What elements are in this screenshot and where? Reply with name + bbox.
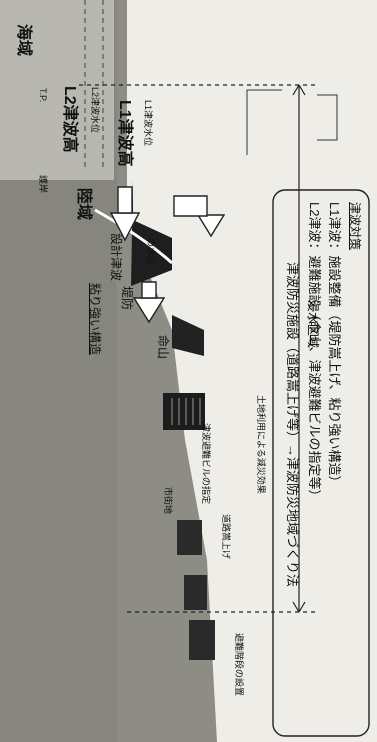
arrow-up <box>196 214 226 238</box>
l2-water-level-label: L2津波水位 <box>90 87 100 134</box>
arrow-up-shaft <box>173 195 208 217</box>
evacuation-building-label: 津波避難ビルの指定 <box>201 423 211 505</box>
lower-ground <box>0 0 117 742</box>
legend-line-2: L2津波：避難施設（命山、津波避難ビルの指定等） <box>307 202 322 503</box>
robust-structure-label: 粘り強い構造 <box>88 283 102 356</box>
arrow-right-shaft <box>117 186 133 214</box>
height-reference-label: T.P. <box>38 88 48 103</box>
legend-title: 津波対策 <box>348 202 362 251</box>
house-3 <box>189 620 215 660</box>
levee-edge <box>94 208 174 265</box>
l1-water-level-label: L1津波水位 <box>143 100 153 147</box>
arrow-levee-shaft <box>141 281 157 299</box>
hill-shape <box>172 315 204 356</box>
sea-area-label: 海域 <box>15 24 32 57</box>
building-windows <box>171 398 201 425</box>
height-bracket <box>317 94 338 141</box>
legend-line-1: L1津波：施設整備（堤防嵩上げ、粘り強い構造） <box>327 202 342 489</box>
land-area-label: 陸域 <box>75 188 92 221</box>
house-1 <box>177 520 202 555</box>
l1-tsunami-height-label: L1津波高 <box>116 100 133 167</box>
evacuation-building <box>163 393 205 430</box>
land-mass <box>0 0 217 742</box>
legend-line-3: 津波防災施設（道路嵩上げ等）→津波防災地域づくり法 <box>285 262 300 588</box>
l2-tsunami-height-label: L2津波高 <box>61 86 78 153</box>
seawall-label: 護岸 <box>38 175 48 194</box>
design-tsunami-label: 設計津波 <box>109 233 123 282</box>
height-bracket-2 <box>246 89 282 155</box>
land-use-effect-label: 土地利用による減災効果 <box>256 395 266 494</box>
road-raising-label: 道路嵩上げ <box>221 514 231 560</box>
legend-box <box>272 189 370 737</box>
house-2 <box>184 575 207 610</box>
design-tsunami-sub-label: の水位 <box>146 238 156 266</box>
evacuation-facility-label: 避難階段の設置 <box>234 633 244 697</box>
levee-shape <box>131 178 172 286</box>
inundation-range-arrows <box>292 84 306 613</box>
levee-label: 堤防 <box>120 286 134 311</box>
hill-label: 命山 <box>156 335 170 360</box>
urban-area-label: 市街地 <box>163 487 173 515</box>
